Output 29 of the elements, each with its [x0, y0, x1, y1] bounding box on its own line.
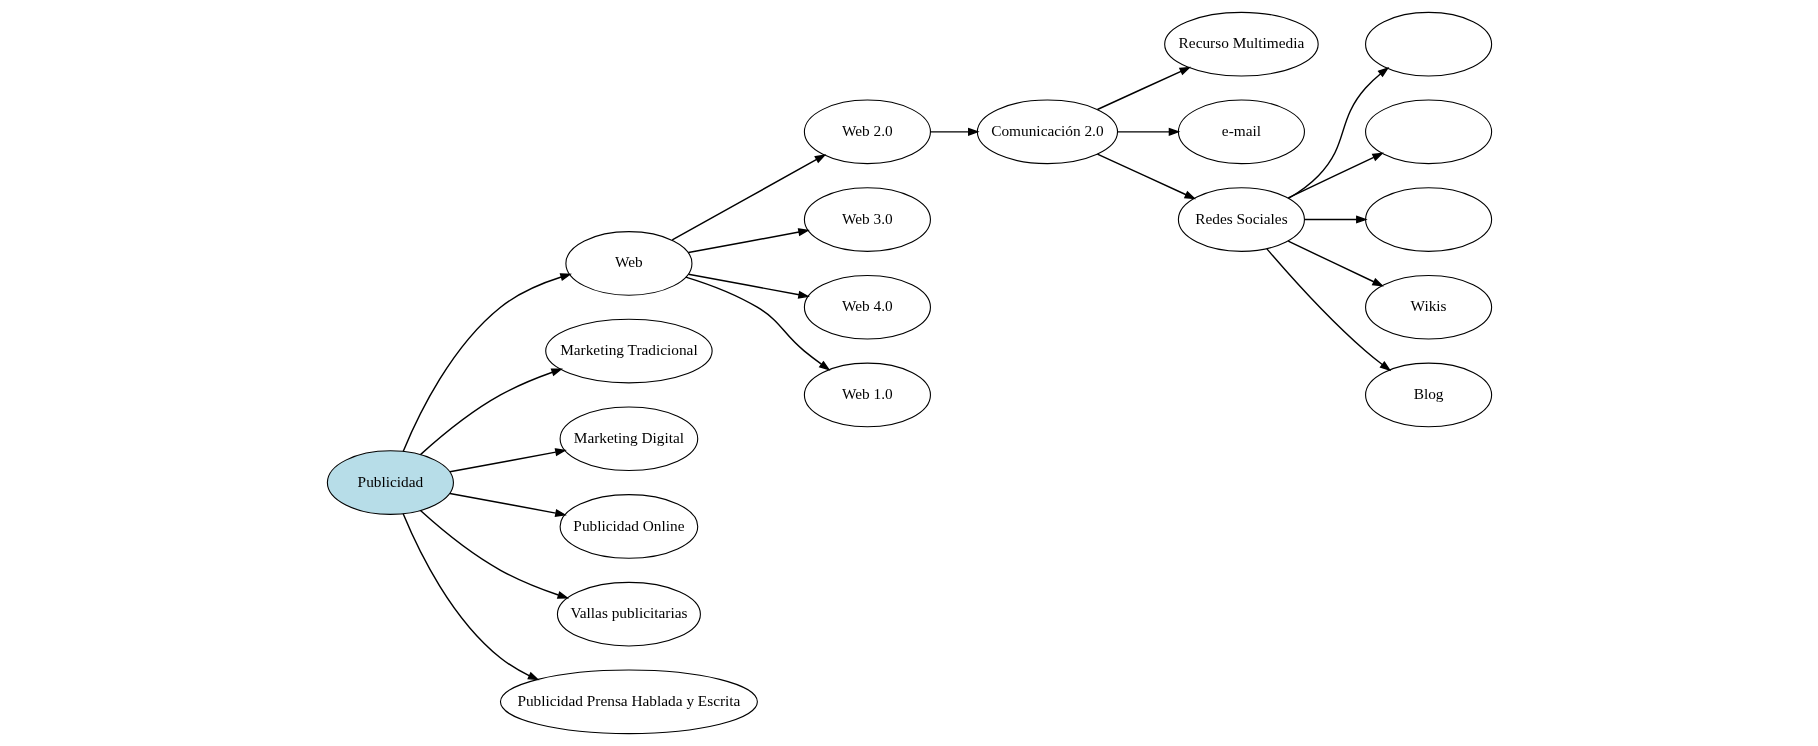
- node-ellipse: [1364, 187, 1492, 252]
- arrow: [448, 492, 567, 517]
- arrow: [401, 513, 539, 681]
- node-ellipse: Marketing Tradicional: [544, 318, 713, 384]
- arrow: [1303, 215, 1368, 224]
- arrow: [687, 228, 810, 254]
- node-ellipse: Marketing Digital: [559, 406, 698, 472]
- arrow: [1287, 240, 1384, 287]
- node-ellipse: Comunicación 2.0: [976, 99, 1118, 165]
- arrow: [684, 276, 830, 371]
- arrow: [1096, 66, 1191, 111]
- node-ellipse: Web: [564, 231, 692, 296]
- node-ellipse: Web 4.0: [803, 274, 931, 340]
- arrow: [401, 273, 572, 453]
- arrow: [419, 368, 563, 456]
- arrow: [1265, 248, 1391, 372]
- node-ellipse: Publicidad: [326, 450, 454, 515]
- arrow: [419, 509, 569, 599]
- node-ellipse: e-mail: [1177, 99, 1305, 165]
- arrow: [448, 448, 567, 473]
- node-ellipse: Web 3.0: [803, 187, 931, 252]
- arrow: [1287, 152, 1384, 199]
- arrow: [1096, 153, 1196, 200]
- node-ellipse: Publicidad Online: [559, 494, 698, 559]
- arrow: [671, 154, 826, 241]
- arrow: [1287, 67, 1389, 199]
- arrow: [929, 127, 980, 136]
- arrow: [687, 273, 810, 299]
- arrow: [1116, 127, 1180, 136]
